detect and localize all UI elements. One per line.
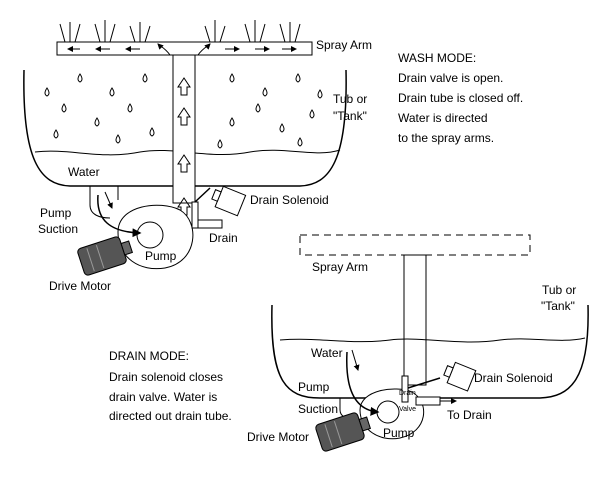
wash-drain-solenoid xyxy=(211,185,247,217)
drain-mode-line-3: directed out drain tube. xyxy=(109,409,232,423)
drain-valve xyxy=(401,375,441,403)
drain-small-label: Drain xyxy=(399,390,416,397)
wash-tub-label-2: "Tank" xyxy=(333,109,367,123)
valve-small-label: Valve xyxy=(399,406,416,413)
wash-spray-arm-label: Spray Arm xyxy=(316,38,372,52)
wash-drive-motor xyxy=(77,236,134,276)
wash-mode-diagram: Spray Arm Tub or "Tank" Water Pump Sucti… xyxy=(23,20,523,293)
wash-riser-tube xyxy=(172,54,196,216)
wash-mode-title: WASH MODE: xyxy=(398,51,476,65)
drain-pump-suction-label-1: Pump xyxy=(298,380,330,394)
drain-mode-diagram: Spray Arm Tub or "Tank" Water Pump Sucti… xyxy=(109,234,589,452)
wash-pump-suction-label-2: Suction xyxy=(38,222,78,236)
wash-mode-line-1: Drain valve is open. xyxy=(398,71,503,85)
drain-solenoid xyxy=(443,361,477,392)
drain-mode-title: DRAIN MODE: xyxy=(109,349,189,363)
drain-drive-motor xyxy=(315,412,372,452)
wash-mode-line-4: to the spray arms. xyxy=(398,131,494,145)
wash-spray-arm xyxy=(56,20,313,56)
drain-solenoid-label: Drain Solenoid xyxy=(474,371,553,385)
wash-drain-label: Drain xyxy=(209,231,238,245)
drain-drive-motor-label: Drive Motor xyxy=(247,430,309,444)
wash-drain-valve xyxy=(191,187,223,229)
drain-spray-arm-label: Spray Arm xyxy=(312,260,368,274)
drain-suction-arrow xyxy=(346,351,380,416)
drain-mode-line-2: drain valve. Water is xyxy=(109,390,217,404)
drain-mode-line-1: Drain solenoid closes xyxy=(109,370,223,384)
wash-mode-line-3: Water is directed xyxy=(398,111,488,125)
wash-mode-line-2: Drain tube is closed off. xyxy=(398,91,523,105)
drain-tub-label-2: "Tank" xyxy=(541,299,575,313)
drain-tub-label-1: Tub or xyxy=(542,283,576,297)
drain-water-surface xyxy=(279,337,586,343)
drain-spray-arm xyxy=(299,234,531,256)
wash-pump-label: Pump xyxy=(145,249,177,263)
drain-pump-label: Pump xyxy=(383,426,415,440)
wash-water-label: Water xyxy=(68,165,100,179)
drain-riser-tube xyxy=(403,254,427,386)
drain-tube xyxy=(415,396,457,406)
wash-pump-suction-label-1: Pump xyxy=(40,206,72,220)
wash-suction-arrow xyxy=(97,194,142,238)
drain-water-label: Water xyxy=(311,346,343,360)
wash-sump xyxy=(89,186,119,219)
wash-drive-motor-label: Drive Motor xyxy=(49,279,111,293)
to-drain-label: To Drain xyxy=(447,408,492,422)
wash-tub-label-1: Tub or xyxy=(333,92,367,106)
wash-drain-solenoid-label: Drain Solenoid xyxy=(250,193,329,207)
drain-pump-suction-label-2: Suction xyxy=(298,402,338,416)
wash-pump-housing xyxy=(117,204,194,270)
wash-droplets xyxy=(44,73,323,149)
